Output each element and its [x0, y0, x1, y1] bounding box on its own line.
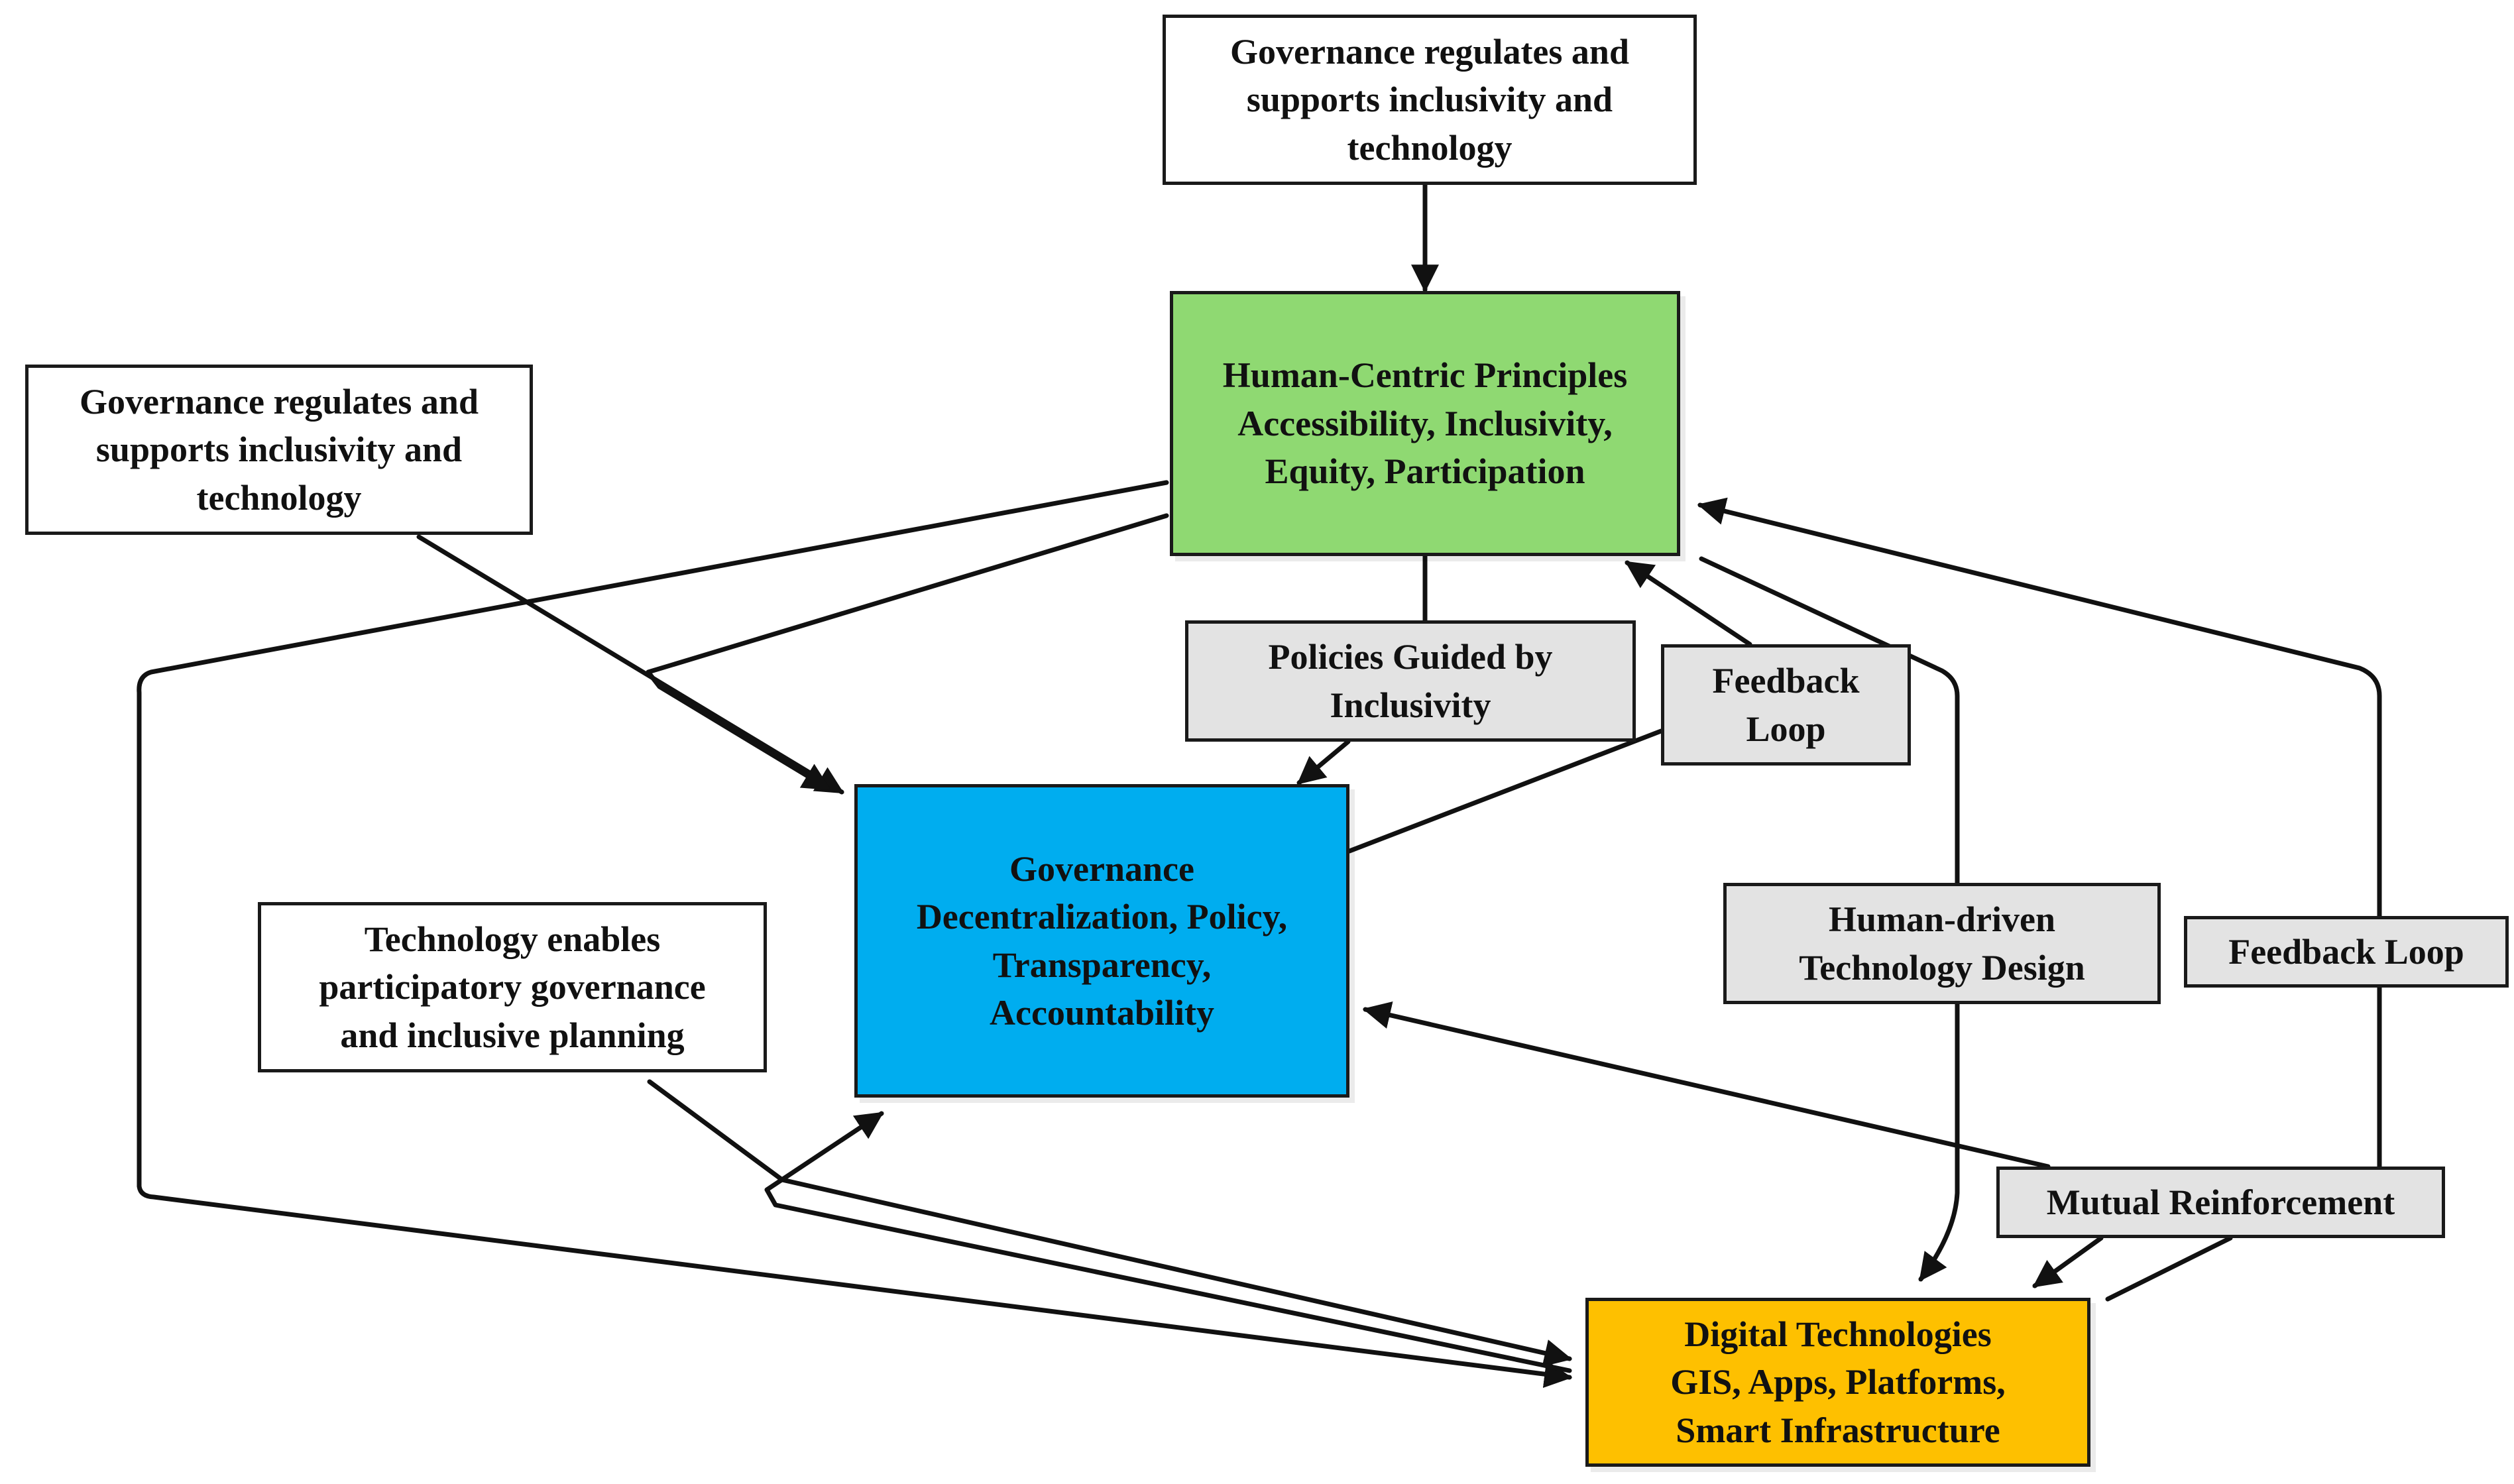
label-mutual-reinforcement: Mutual Reinforcement — [1996, 1167, 2445, 1238]
label-feedback-loop-right: Feedback Loop — [2184, 916, 2509, 988]
note-line: and inclusive planning — [340, 1015, 685, 1055]
arrow-policies-to-governance — [1296, 739, 1351, 785]
node-governance: Governance Decentralization, Policy, Tra… — [854, 784, 1349, 1098]
node-line: Smart Infrastructure — [1676, 1410, 2000, 1450]
arrow-human-centric-to-governance — [646, 513, 1169, 791]
note-governance-regulates-top: Governance regulates and supports inclus… — [1163, 15, 1697, 185]
line-governance-to-feedback-1 — [1347, 728, 1664, 854]
node-line: Decentralization, Policy, — [916, 897, 1288, 937]
label-line: Inclusivity — [1330, 685, 1491, 725]
arrow-mutual-to-governance — [1362, 1001, 2051, 1169]
label-line: Loop — [1746, 709, 1826, 749]
arrow-feedback-1-to-human-centric — [1625, 560, 1752, 647]
note-line: supports inclusivity and — [95, 429, 463, 470]
note-line: technology — [196, 477, 362, 518]
node-line: Digital Technologies — [1684, 1314, 1992, 1354]
node-line: Equity, Participation — [1265, 451, 1585, 492]
node-human-centric-principles: Human-Centric Principles Accessibility, … — [1170, 291, 1680, 556]
note-line: Governance regulates and — [80, 381, 479, 422]
label-line: Feedback Loop — [2228, 931, 2464, 972]
note-line: Governance regulates and — [1230, 31, 1629, 72]
label-human-driven-technology-design: Human-driven Technology Design — [1723, 883, 2161, 1004]
label-line: Human-driven — [1828, 899, 2056, 940]
node-digital-technologies: Digital Technologies GIS, Apps, Platform… — [1585, 1298, 2090, 1467]
label-feedback-loop-upper: Feedback Loop — [1661, 644, 1911, 766]
note-governance-regulates-left: Governance regulates and supports inclus… — [25, 365, 533, 535]
arrow-mutual-to-digital — [2032, 1235, 2104, 1288]
note-line: supports inclusivity and — [1246, 80, 1613, 120]
arrow-left-note-to-governance — [416, 534, 844, 795]
note-line: Technology enables — [364, 919, 661, 959]
note-technology-enables: Technology enables participatory governa… — [258, 902, 767, 1072]
node-line: Human-Centric Principles — [1222, 355, 1628, 396]
label-line: Policies Guided by — [1268, 637, 1553, 677]
arrow-digital-to-governance — [764, 1111, 1572, 1373]
node-line: Governance — [1009, 848, 1194, 889]
note-line: technology — [1347, 127, 1513, 168]
node-line: Accessibility, Inclusivity, — [1237, 403, 1613, 443]
arrow-human-centric-to-digital-left-loop — [137, 480, 1573, 1389]
line-digital-to-mutual — [2105, 1235, 2233, 1302]
node-line: Accountability — [989, 992, 1214, 1033]
arrow-human-centric-to-digital-via-human-driven — [1699, 556, 1960, 1282]
label-line: Mutual Reinforcement — [2046, 1182, 2395, 1222]
label-policies-guided-by-inclusivity: Policies Guided by Inclusivity — [1185, 620, 1636, 742]
node-line: GIS, Apps, Platforms, — [1670, 1362, 2006, 1402]
label-line: Feedback — [1712, 661, 1860, 701]
note-line: participatory governance — [319, 967, 706, 1007]
node-line: Transparency, — [992, 944, 1212, 985]
arrow-mutual-to-human-centric-via-feedback-2 — [1700, 505, 2382, 1169]
label-line: Technology Design — [1799, 947, 2085, 988]
